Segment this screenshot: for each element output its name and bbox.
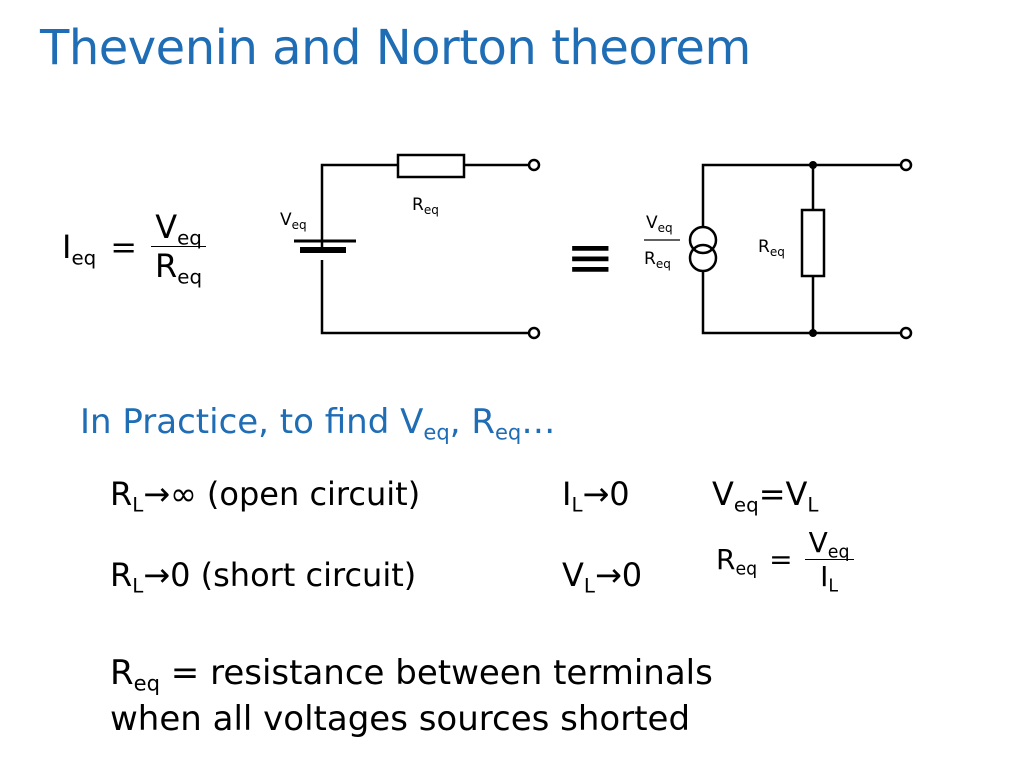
current-source-circle-lower [688,243,718,273]
terminal-bottom [899,326,913,340]
fraction-bar [804,559,854,560]
formula-ieq-equals: = [110,227,138,266]
norton-resistor-label: Req [758,237,785,259]
wire-bottom [701,270,900,335]
norton-source-numerator: Veq [646,213,673,235]
wire-bottom [320,260,528,335]
formula-ieq-numerator: Veq [155,208,202,250]
req-definition-line1: Req = resistance between terminals [110,653,713,696]
terminal-bottom [527,326,541,340]
formula-req-lhs: Req [716,543,758,580]
formula-req-equals: = [769,543,793,576]
page-title: Thevenin and Norton theorem [40,20,751,76]
formula-ieq-fraction: Veq Req [151,208,207,289]
junction-bottom [809,329,817,337]
row-short-circuit: RL→0 (short circuit) [110,556,417,598]
norton-source-denominator: Req [644,249,671,271]
row-open-circuit-current: IL→0 [562,475,630,517]
req-definition-line2: when all voltages sources shorted [110,699,691,739]
req-definition: Req = resistance between terminals when … [110,650,713,742]
norton-resistor [800,208,826,278]
formula-req-fraction: Veq IL [804,526,854,597]
norton-circuit: Veq Req Req [644,158,913,340]
row-open-circuit-voltage: Veq=VL [712,475,819,517]
thevenin-resistor [396,153,466,179]
formula-req: Req = Veq IL [716,526,854,597]
wire-top [701,163,900,228]
equivalence-symbol: ≡ [566,223,615,291]
current-source-circle-upper [688,225,718,255]
wire-top [320,163,398,250]
row-open-circuit: RL→∞ (open circuit) [110,475,421,517]
formula-req-numerator: Veq [808,526,850,563]
formula-ieq: Ieq = Veq Req [62,208,207,289]
practice-heading: In Practice, to find Veq, Req… [80,402,556,445]
thevenin-resistor-label: Req [412,195,439,217]
terminal-top [899,158,913,172]
thevenin-circuit: Veq Req [280,153,541,340]
formula-ieq-lhs: Ieq [62,227,97,269]
thevenin-source-label: Veq [280,210,307,232]
fraction-bar [151,246,207,247]
terminal-top [527,158,541,172]
formula-ieq-denominator: Req [155,247,203,289]
row-short-circuit-voltage: VL→0 [562,556,643,598]
formula-req-denominator: IL [820,560,839,597]
junction-top [809,161,817,169]
